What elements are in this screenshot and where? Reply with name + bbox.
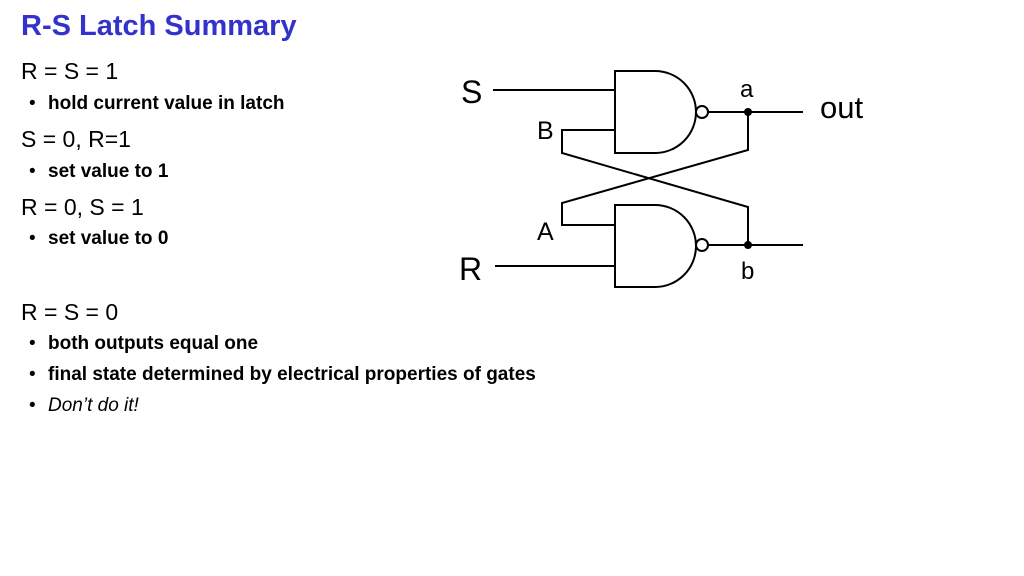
bullet-final-state: • final state determined by electrical p… <box>21 364 536 386</box>
bullet-dot: • <box>29 161 36 182</box>
label-out: out <box>820 90 863 125</box>
inverter-bubble-bottom <box>695 238 709 252</box>
nand-gate-bottom <box>614 204 697 288</box>
label-b-output: b <box>741 258 754 285</box>
label-a-output: a <box>740 76 754 103</box>
label-a-input: A <box>537 218 554 246</box>
bullet-both-one: • both outputs equal one <box>21 333 258 355</box>
label-s: S <box>461 74 482 110</box>
label-r: R <box>459 251 482 287</box>
bullet-r0-s1: R = 0, S = 1 <box>21 194 144 220</box>
bullet-set-1: • set value to 1 <box>21 161 168 183</box>
bullet-dot: • <box>29 364 36 385</box>
bullet-dot: • <box>29 228 36 249</box>
bullet-dont-do-it: • Don’t do it! <box>21 395 139 417</box>
label-b-input: B <box>537 117 554 145</box>
bullet-s0-r1: S = 0, R=1 <box>21 126 131 152</box>
bullet-dot: • <box>29 93 36 114</box>
junction-dot-a <box>744 108 752 116</box>
bullet-text: hold current value in latch <box>48 93 285 114</box>
rs-latch-circuit: S R B A a b out <box>459 70 863 288</box>
bullet-set-0: • set value to 0 <box>21 228 168 250</box>
bullet-text: Don’t do it! <box>48 395 139 416</box>
bullet-r-s-1: R = S = 1 <box>21 58 119 84</box>
bullet-text: set value to 1 <box>48 161 169 182</box>
feedback-wire-b <box>561 129 749 245</box>
inverter-bubble-top <box>695 105 709 119</box>
slide-title: R-S Latch Summary <box>21 10 297 42</box>
bullet-text: both outputs equal one <box>48 333 259 354</box>
junction-dot-b <box>744 241 752 249</box>
bullet-dot: • <box>29 333 36 354</box>
bullet-hold-value: • hold current value in latch <box>21 93 285 115</box>
bullet-dot: • <box>29 395 36 416</box>
bullet-text: final state determined by electrical pro… <box>48 364 536 385</box>
nand-gate-top <box>614 70 697 154</box>
feedback-wire-a <box>561 112 749 226</box>
bullet-r-s-0: R = S = 0 <box>21 299 119 325</box>
bullet-text: set value to 0 <box>48 228 169 249</box>
